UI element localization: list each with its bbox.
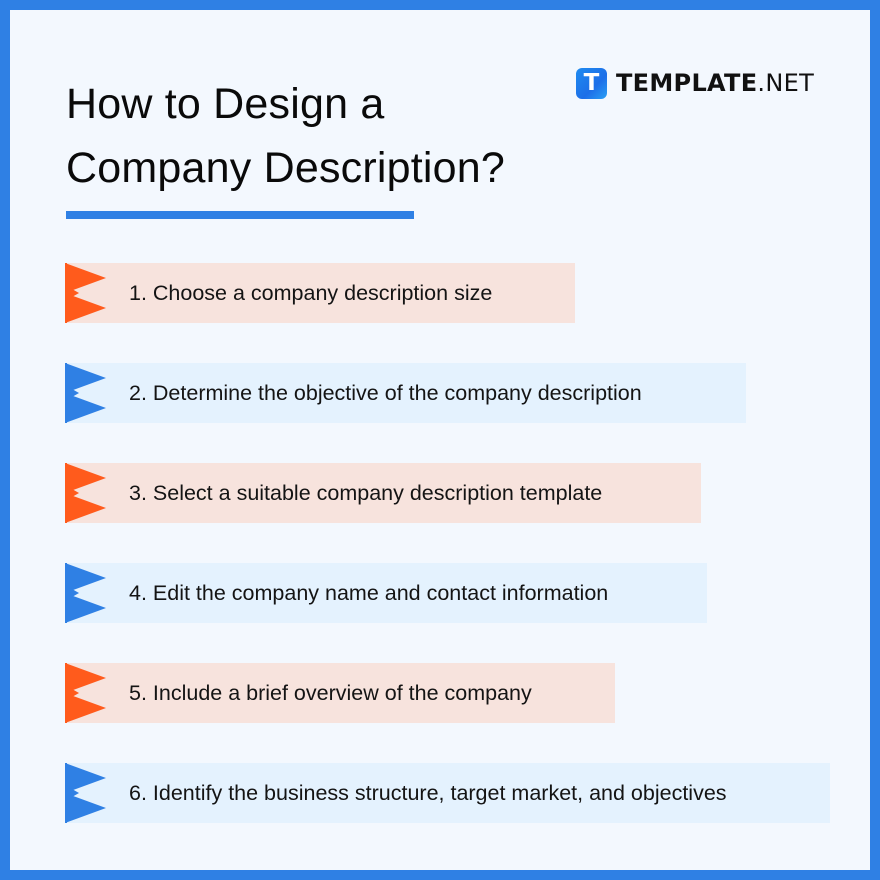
title-line-2: Company Description? [66,144,505,192]
step-item-6: 6. Identify the business structure, targ… [65,763,830,823]
page-title: How to Design a Company Description? [66,72,505,200]
step-item-4: 4. Edit the company name and contact inf… [65,563,707,623]
step-item-3: 3. Select a suitable company description… [65,463,701,523]
brand-name-bold: TEMPLATE [616,69,758,97]
step-label: 6. Identify the business structure, targ… [129,780,727,805]
infographic-canvas: How to Design a Company Description? T T… [10,10,870,870]
flag-icon [65,663,107,723]
step-label: 4. Edit the company name and contact inf… [129,580,609,605]
brand-logo: T TEMPLATE.NET [576,67,814,99]
template-logo-icon: T [576,67,607,99]
title-line-1: How to Design a [66,80,385,128]
step-item-1: 1. Choose a company description size [65,263,575,323]
flag-icon [65,263,107,323]
brand-name: TEMPLATE.NET [616,69,814,97]
brand-name-light: .NET [757,69,815,97]
flag-icon [65,463,107,523]
step-item-2: 2. Determine the objective of the compan… [65,363,746,423]
flag-icon [65,563,107,623]
step-label: 3. Select a suitable company description… [129,480,603,505]
flag-icon [65,763,107,823]
step-label: 1. Choose a company description size [129,280,493,305]
step-label: 2. Determine the objective of the compan… [129,380,642,405]
title-underline [66,211,414,219]
step-item-5: 5. Include a brief overview of the compa… [65,663,615,723]
step-label: 5. Include a brief overview of the compa… [129,680,532,705]
flag-icon [65,363,107,423]
